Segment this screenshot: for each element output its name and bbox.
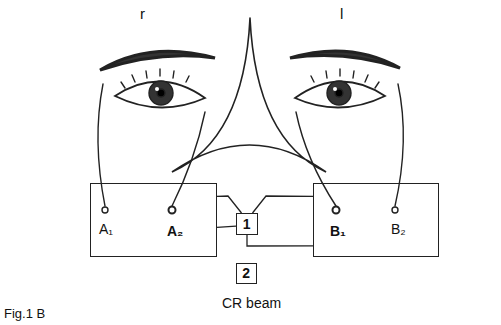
electrode-wire: [98, 84, 105, 206]
electrode-wire: [395, 84, 403, 206]
terminal-label: A₁: [99, 222, 113, 236]
terminal: [392, 207, 398, 213]
wire: [253, 196, 314, 213]
figure-label: Fig.1 B: [4, 307, 45, 320]
electrode-wire: [296, 112, 336, 206]
eyebrow: [100, 51, 215, 70]
terminal: [102, 207, 108, 213]
amplifier-box: B₁ B₂: [313, 183, 439, 257]
terminal: [333, 207, 340, 214]
wire: [217, 226, 236, 227]
component-box: 2: [236, 263, 257, 284]
wire: [217, 196, 242, 213]
side-label: r: [140, 6, 145, 21]
component-box: 1: [236, 213, 258, 235]
terminal-label: A₂: [167, 224, 183, 238]
wire: [247, 235, 313, 246]
eyebrow: [290, 51, 400, 68]
amplifier-box: A₁ A₂: [90, 183, 217, 257]
beam-label: CR beam: [222, 296, 281, 310]
eye: [295, 69, 385, 108]
terminal-label: B₂: [391, 222, 406, 236]
side-label: l: [340, 6, 343, 21]
electrode-wire: [172, 112, 205, 206]
terminal-label: B₁: [330, 224, 346, 238]
terminal: [169, 207, 176, 214]
component-number: 1: [243, 217, 251, 231]
component-number: 2: [242, 266, 250, 280]
eye: [115, 69, 205, 108]
